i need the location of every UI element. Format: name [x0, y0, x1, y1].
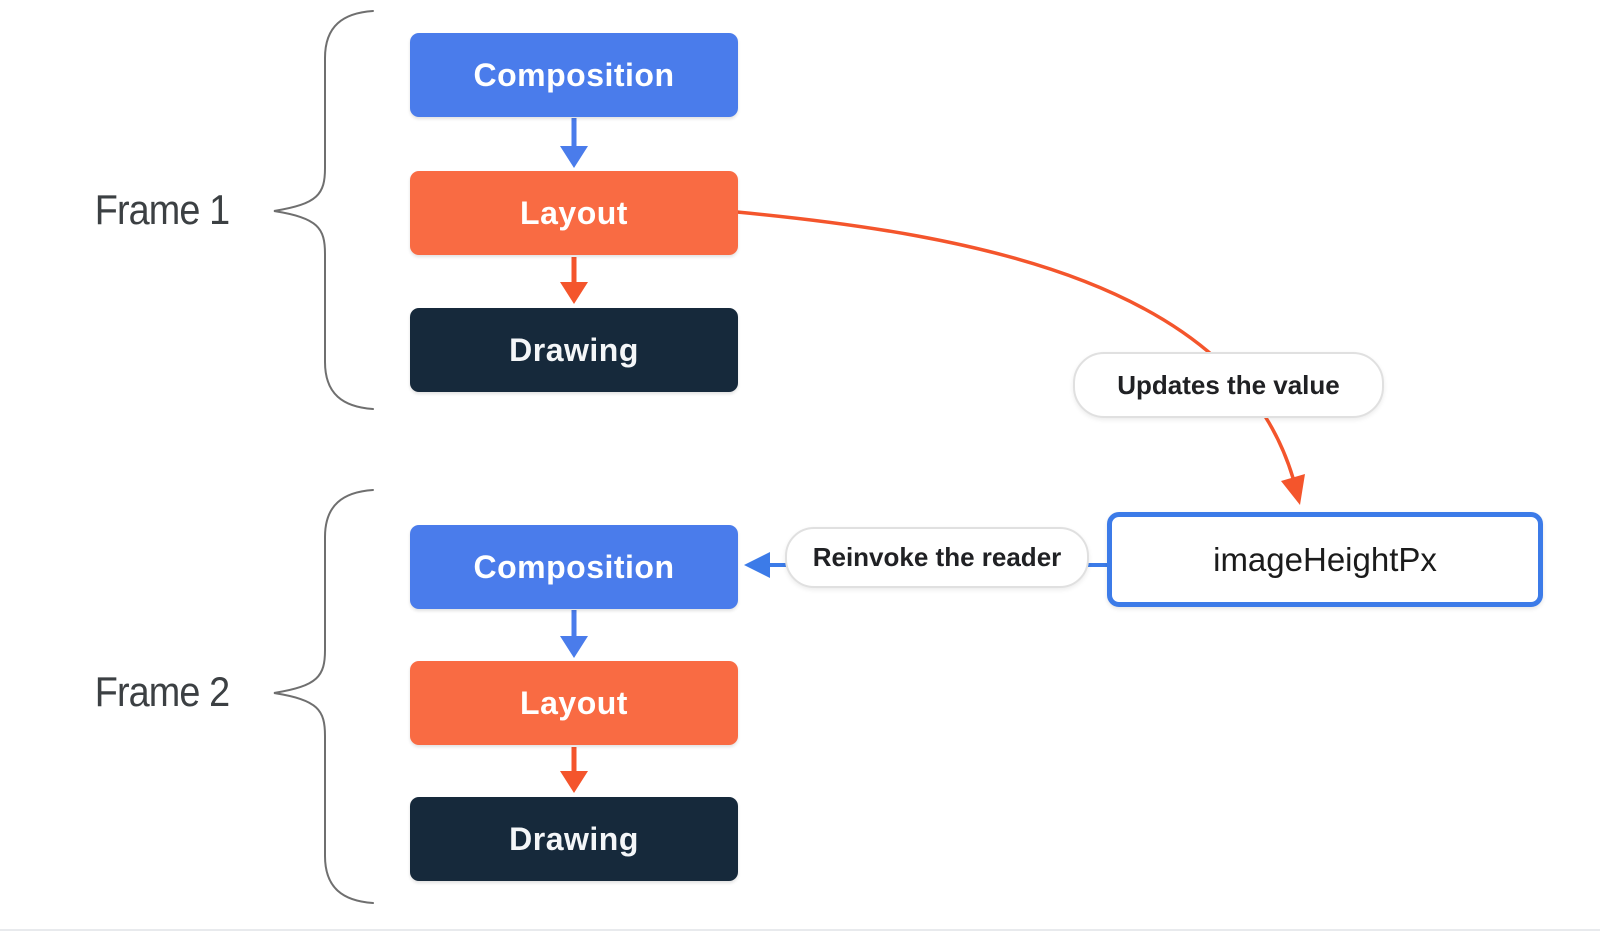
- updates-the-value-label: Updates the value: [1117, 369, 1340, 400]
- frame2-layout-box: Layout: [410, 661, 738, 745]
- frame1-layout-to-drawing-arrowhead: [560, 282, 588, 304]
- state-variable-box: imageHeightPx: [1107, 512, 1543, 607]
- frame1-brace: [273, 10, 374, 410]
- layout-to-state-arrowhead: [1281, 474, 1305, 505]
- state-variable-label: imageHeightPx: [1213, 540, 1437, 578]
- frame2-layout-label: Layout: [520, 684, 628, 721]
- frame1-composition-label: Composition: [473, 56, 675, 93]
- updates-the-value-callout: Updates the value: [1073, 352, 1384, 418]
- frame2-composition-to-layout-arrowhead: [560, 636, 588, 658]
- frame2-drawing-box: Drawing: [410, 797, 738, 881]
- frame2-composition-box: Composition: [410, 525, 738, 609]
- frame2-layout-to-drawing-arrowhead: [560, 771, 588, 793]
- frame2-composition-label: Composition: [473, 548, 675, 585]
- frame2-label: Frame 2: [94, 668, 230, 715]
- frame1-layout-box: Layout: [410, 171, 738, 255]
- frame1-layout-label: Layout: [520, 194, 628, 231]
- reinvoke-the-reader-callout: Reinvoke the reader: [785, 527, 1089, 588]
- state-to-composition-arrowhead: [744, 552, 770, 578]
- frame1-drawing-box: Drawing: [410, 308, 738, 392]
- bottom-divider: [0, 929, 1600, 931]
- frame2-drawing-label: Drawing: [509, 820, 639, 857]
- frame1-composition-to-layout-arrowhead: [560, 146, 588, 168]
- reinvoke-the-reader-label: Reinvoke the reader: [812, 542, 1062, 572]
- frame1-drawing-label: Drawing: [509, 331, 639, 368]
- frame2-brace: [273, 489, 374, 904]
- frame1-label: Frame 1: [94, 186, 230, 233]
- frame1-composition-box: Composition: [410, 33, 738, 117]
- layout-to-state-curve: [736, 210, 1295, 479]
